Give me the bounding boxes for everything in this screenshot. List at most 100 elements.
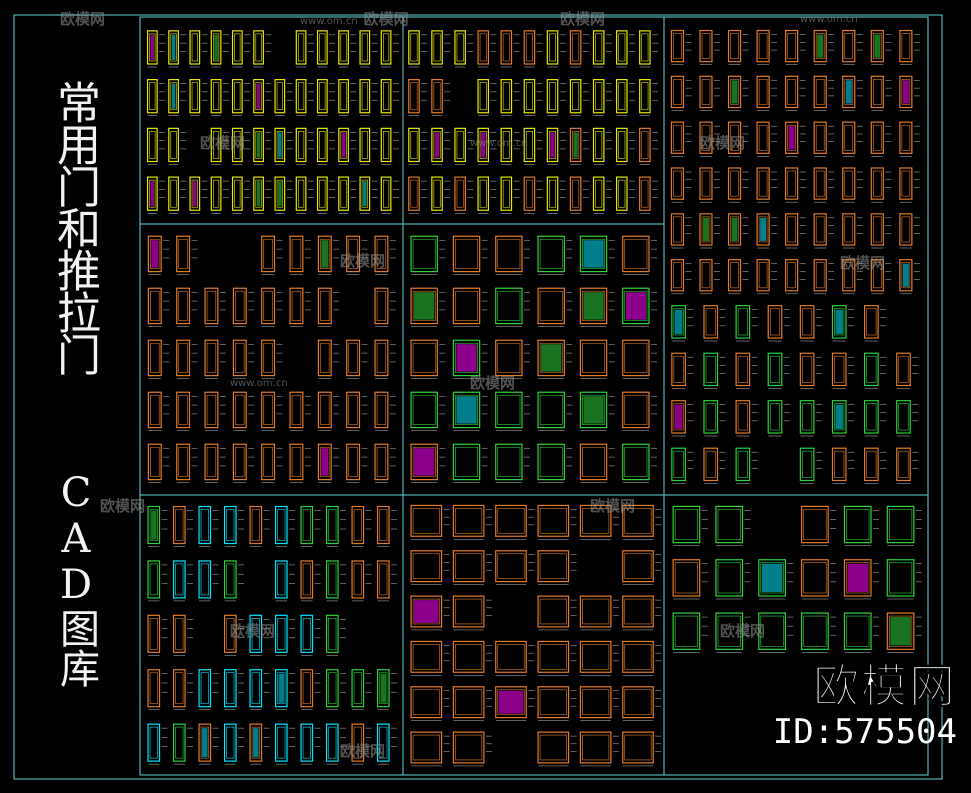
door-elevation	[454, 176, 474, 214]
door-elevation	[899, 75, 920, 111]
door-elevation	[592, 127, 612, 165]
door-elevation	[172, 669, 194, 710]
door-elevation	[410, 640, 450, 676]
door-elevation	[670, 167, 692, 203]
door-elevation	[758, 612, 794, 653]
door-elevation	[261, 339, 283, 379]
watermark-brand: 欧模网	[363, 10, 409, 28]
door-elevation	[338, 127, 357, 165]
door-elevation	[495, 235, 530, 275]
door-elevation	[672, 612, 708, 653]
door-elevation	[622, 731, 662, 767]
door-elevation	[699, 75, 720, 111]
door-elevation	[703, 352, 726, 389]
door-elevation	[756, 167, 778, 203]
door-elevation	[864, 352, 887, 389]
door-elevation	[896, 352, 919, 389]
door-elevation	[338, 30, 357, 68]
door-elevation	[537, 504, 577, 540]
door-elevation	[223, 669, 245, 710]
door-elevation	[168, 78, 187, 116]
watermark-brand: 欧模网	[60, 10, 106, 28]
door-elevation	[147, 505, 168, 547]
door-elevation	[622, 443, 657, 483]
door-elevation	[622, 391, 657, 431]
door-elevation	[703, 447, 726, 484]
door-elevation	[338, 176, 357, 214]
door-elevation	[813, 259, 835, 295]
door-elevation	[615, 176, 635, 214]
door-elevation	[300, 723, 321, 765]
door-elevation	[622, 504, 662, 540]
door-elevation	[380, 127, 399, 165]
watermark-brand: 欧模网	[720, 622, 766, 640]
door-elevation	[615, 78, 635, 116]
door-elevation	[735, 400, 758, 437]
door-elevation	[172, 723, 194, 765]
door-elevation	[431, 78, 451, 116]
door-elevation	[274, 560, 296, 602]
door-elevation	[452, 339, 488, 379]
door-elevation	[843, 559, 880, 600]
door-elevation	[374, 235, 396, 275]
door-elevation	[813, 167, 835, 203]
door-elevation	[735, 305, 758, 342]
door-elevation	[699, 121, 720, 157]
door-elevation	[253, 127, 272, 165]
door-elevation	[756, 259, 778, 295]
door-elevation	[232, 443, 255, 483]
door-elevation	[523, 30, 543, 68]
door-elevation	[622, 339, 657, 379]
door-elevation	[380, 176, 399, 214]
watermark-brand: 欧模网	[340, 252, 386, 270]
door-elevation	[232, 339, 255, 379]
door-elevation	[253, 30, 272, 68]
door-elevation	[500, 127, 520, 165]
door-elevation	[351, 669, 372, 710]
door-elevation	[289, 443, 311, 483]
door-elevation	[639, 127, 659, 165]
door-elevation	[756, 29, 778, 65]
door-elevation	[452, 287, 488, 327]
door-elevation	[767, 352, 790, 389]
door-elevation	[249, 669, 270, 710]
door-elevation	[253, 78, 272, 116]
door-elevation	[325, 560, 347, 602]
door-elevation	[831, 400, 854, 437]
door-elevation	[870, 213, 892, 249]
door-elevation	[300, 560, 321, 602]
door-elevation	[172, 505, 194, 547]
door-elevation	[325, 505, 347, 547]
door-elevation	[274, 723, 296, 765]
door-elevation	[670, 121, 692, 157]
door-elevation	[799, 352, 822, 389]
door-elevation	[537, 640, 577, 676]
door-elevation	[300, 505, 321, 547]
watermark: 欧模网	[230, 620, 275, 641]
door-elevation	[671, 352, 694, 389]
door-elevation	[410, 595, 450, 631]
door-elevation	[870, 259, 892, 295]
door-elevation	[767, 400, 790, 437]
watermark-brand: 欧模网	[590, 497, 636, 515]
door-elevation	[289, 287, 311, 327]
door-elevation	[842, 167, 863, 203]
title-main: 常用门和推拉门	[49, 80, 100, 374]
door-elevation	[198, 560, 219, 602]
door-elevation	[801, 612, 837, 653]
watermark-brand: 欧模网	[200, 134, 246, 152]
door-elevation	[359, 30, 378, 68]
door-elevation	[569, 78, 589, 116]
watermark: 欧模网	[720, 620, 765, 641]
door-elevation	[380, 30, 399, 68]
door-elevation	[579, 235, 615, 275]
door-elevation	[223, 723, 245, 765]
door-elevation	[831, 447, 854, 484]
door-elevation	[500, 30, 520, 68]
door-elevation	[232, 391, 255, 431]
door-elevation	[537, 339, 573, 379]
door-elevation	[146, 176, 166, 214]
door-elevation	[615, 30, 635, 68]
door-elevation	[452, 235, 488, 275]
